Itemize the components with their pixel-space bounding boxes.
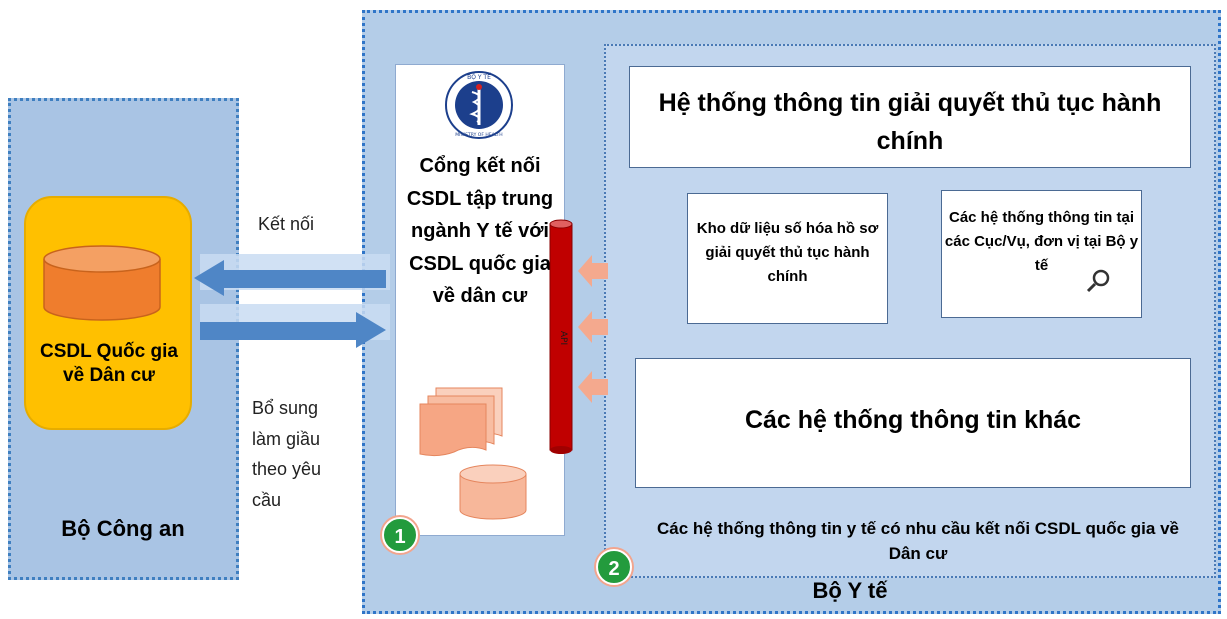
admin-procedures-system-box (629, 66, 1191, 168)
document-stack-icon (419, 387, 503, 457)
national-population-db-label: CSDL Quốc gia về Dân cư (40, 341, 178, 386)
other-systems-label: Các hệ thống thông tin khác (744, 406, 1082, 434)
health-systems-caption: Các hệ thống thông tin y tế có nhu cầu k… (656, 519, 1179, 563)
arrow-right-icon (200, 312, 386, 348)
step-badge-1: 1 (382, 517, 418, 553)
api-bar: API (549, 219, 573, 454)
svg-text:API: API (558, 331, 568, 345)
arrow-left-icon (578, 371, 608, 403)
admin-procedures-system-label: Hệ thống thông tin giải quyết thủ tục hà… (658, 89, 1162, 155)
ministry-health-title: Bộ Y tế (812, 578, 888, 603)
connection-arrows (194, 254, 390, 348)
digitized-records-store-box (687, 193, 888, 324)
department-systems-label: Các hệ thống thông tin tại các Cục/Vụ, đ… (944, 209, 1139, 274)
arrow-left-icon (578, 255, 608, 287)
health-ministry-logo: BỘ Y TẾ MINISTRY OF HEALTH (445, 71, 513, 139)
ministry-public-security-title: Bộ Công an (61, 516, 185, 541)
other-systems-box (635, 358, 1191, 488)
step-badge-2: 2 (596, 549, 632, 585)
enrich-on-demand-label: Bổ sung làm giầu theo yêu cầu (252, 398, 322, 510)
svg-text:MINISTRY OF HEALTH: MINISTRY OF HEALTH (455, 132, 502, 138)
svg-text:BỘ Y TẾ: BỘ Y TẾ (467, 73, 491, 81)
department-systems-box (941, 190, 1142, 318)
connect-label: Kết nối (258, 214, 315, 234)
arrow-left-icon (194, 260, 386, 296)
database-cylinder-icon (43, 245, 161, 321)
input-arrows (578, 255, 608, 403)
gateway-title: Cổng kết nối CSDL tập trung ngành Y tế v… (406, 155, 554, 307)
digitized-records-store-label: Kho dữ liệu số hóa hồ sơ giải quyết thủ … (696, 220, 879, 285)
arrow-left-icon (578, 311, 608, 343)
gateway-db-cylinder-icon (459, 464, 527, 520)
magnifier-icon (1086, 269, 1110, 293)
